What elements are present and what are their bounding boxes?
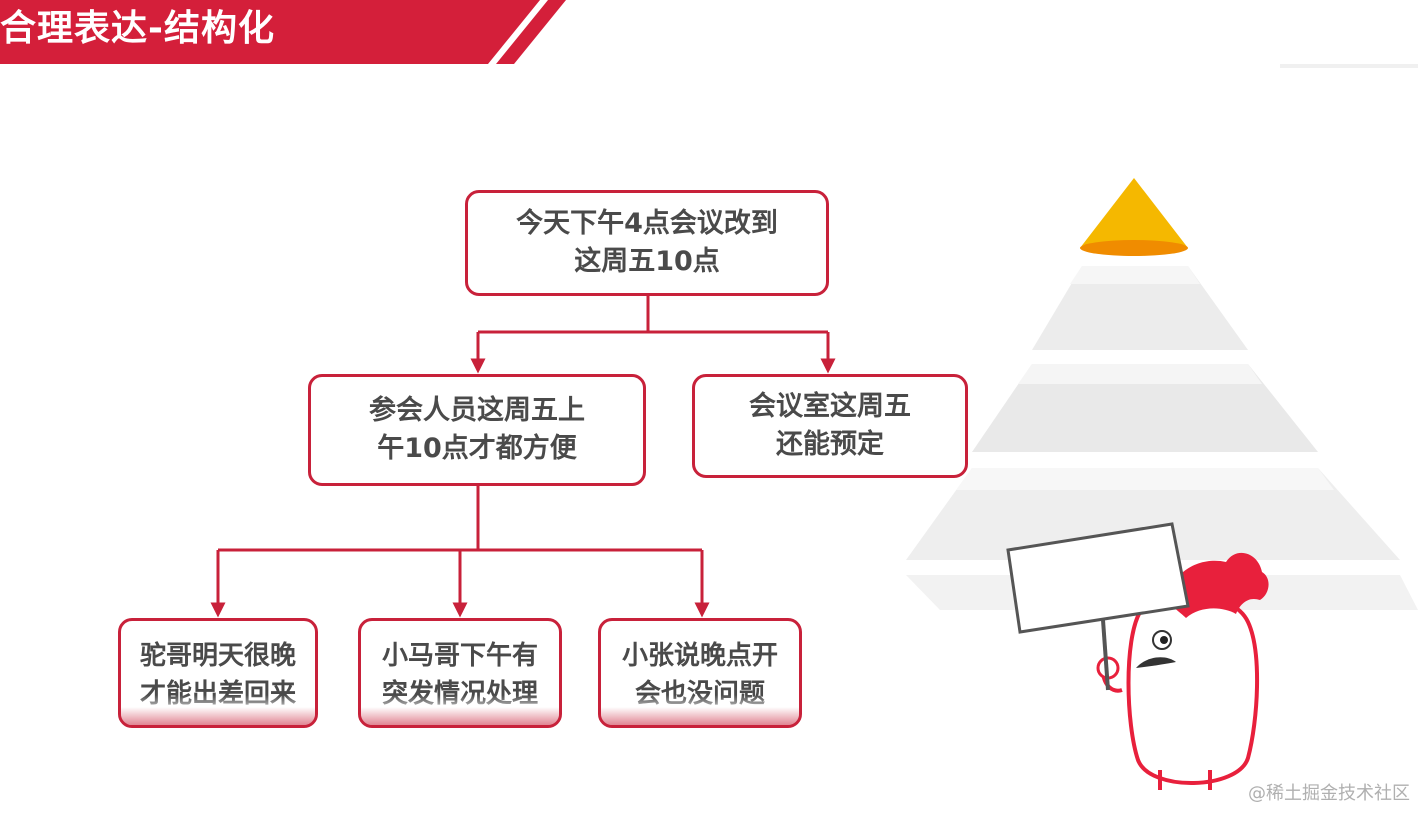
watermark: @稀土掘金技术社区 [1248, 783, 1410, 804]
detail-node-fade [361, 695, 559, 725]
reason-node-room-line-2: 还能预定 [776, 429, 884, 460]
detail-node-fade [121, 695, 315, 725]
pyramid-top [1080, 178, 1188, 256]
mascot [1006, 522, 1269, 790]
pyramid-layer-2 [1032, 266, 1248, 350]
pyramid-top-base [1080, 240, 1188, 256]
detail-node-tuoge: 驼哥明天很晚 才能出差回来 [118, 618, 318, 728]
header-ribbon-band [0, 0, 540, 64]
pyramid-layer-3-top [1018, 364, 1262, 384]
pyramid-layer-4 [906, 468, 1400, 560]
header-ribbon-stripe [496, 0, 566, 64]
detail-node-xiaomage-line-1: 小马哥下午有 [381, 641, 538, 671]
reason-node-attendees-line-2: 午10点才都方便 [377, 433, 577, 464]
reason-node-room-line-1: 会议室这周五 [749, 391, 911, 422]
pyramid-top-face [1080, 178, 1188, 248]
page-title: 合理表达-结构化 [0, 8, 275, 49]
mascot-body [1126, 593, 1259, 785]
root-node: 今天下午4点会议改到 这周五10点 [465, 190, 829, 296]
header-ribbon [0, 0, 1418, 68]
pyramid-layer-2-top [1070, 266, 1200, 284]
reason-node-attendees: 参会人员这周五上 午10点才都方便 [308, 374, 646, 486]
reason-node-attendees-line-1: 参会人员这周五上 [369, 395, 585, 426]
detail-node-xiaozhang: 小张说晚点开 会也没问题 [598, 618, 802, 728]
detail-node-tuoge-line-1: 驼哥明天很晚 [139, 641, 296, 671]
detail-node-fade [601, 695, 799, 725]
mascot-sign-board [1006, 522, 1190, 634]
pyramid-layer-3 [972, 364, 1318, 452]
pyramid-layer-4-top [956, 468, 1334, 490]
detail-node-xiaozhang-line-1: 小张说晚点开 [621, 641, 778, 671]
mascot-mustache [1136, 657, 1176, 668]
mascot-pupil [1160, 636, 1168, 644]
detail-node-xiaomage: 小马哥下午有 突发情况处理 [358, 618, 562, 728]
mascot-hair [1170, 552, 1269, 618]
root-node-line-2: 这周五10点 [574, 246, 720, 277]
root-node-line-1: 今天下午4点会议改到 [516, 208, 778, 239]
reason-node-room: 会议室这周五 还能预定 [692, 374, 968, 478]
